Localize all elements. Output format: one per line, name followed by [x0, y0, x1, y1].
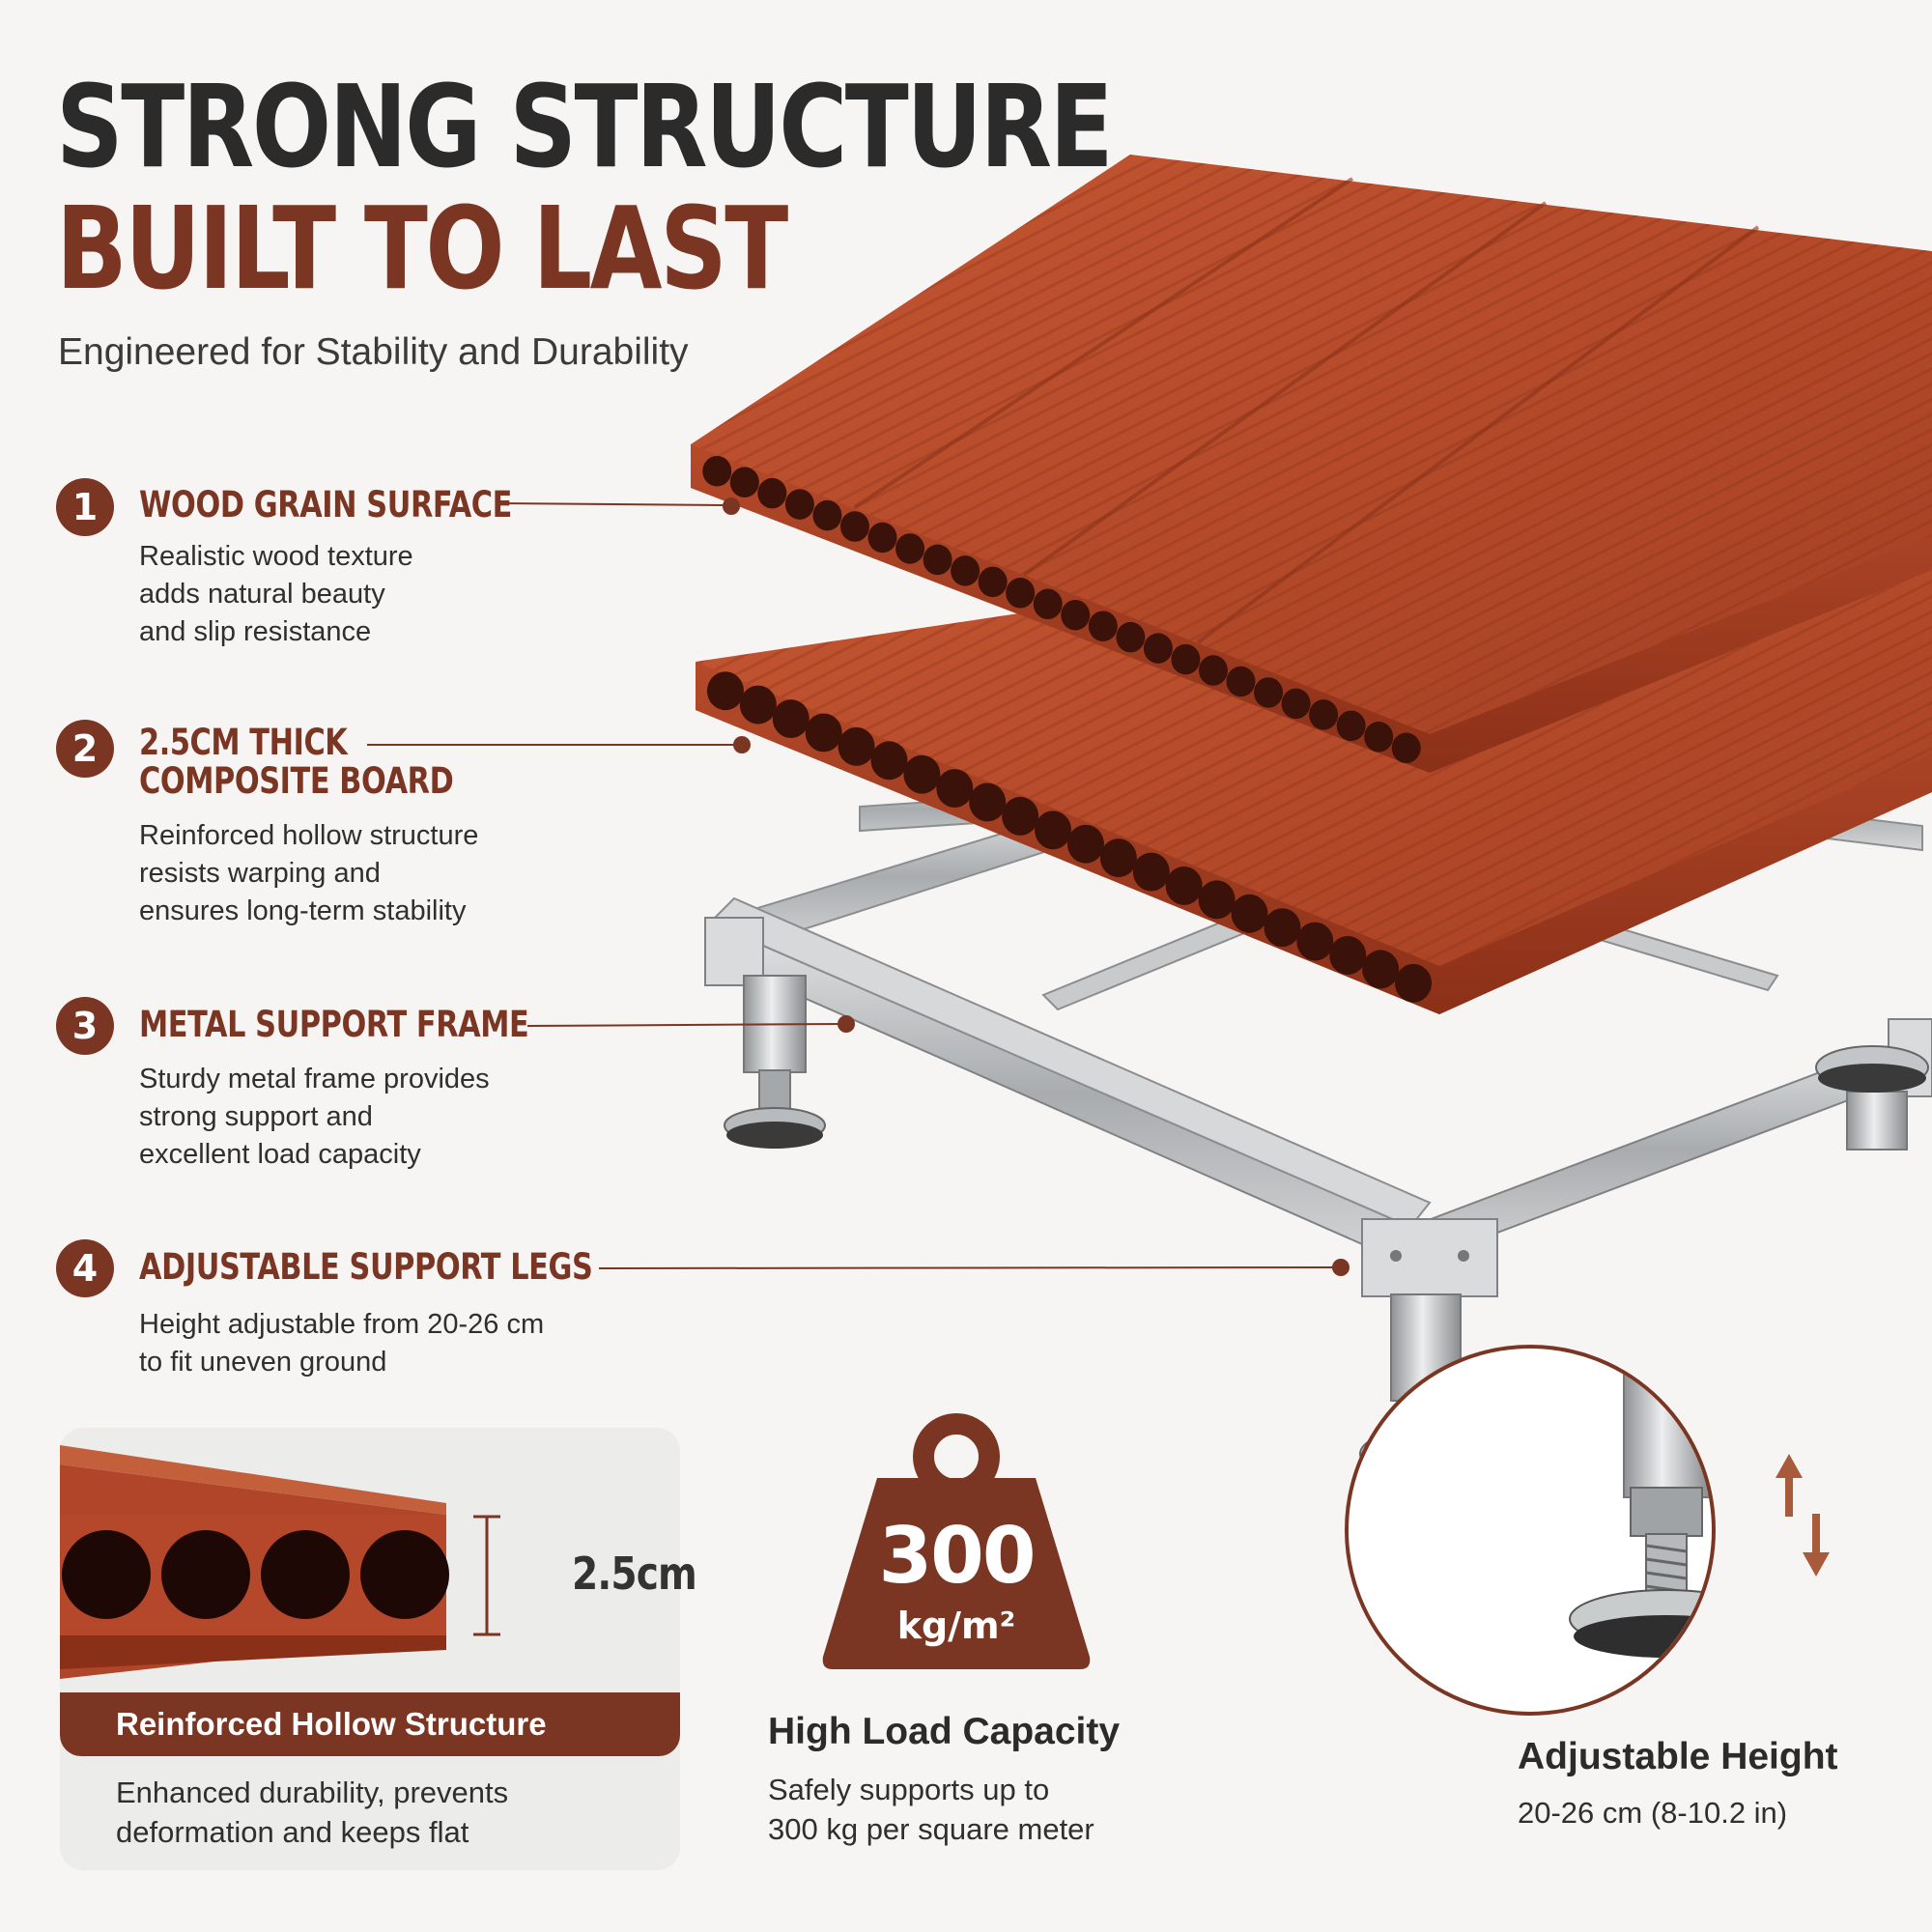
board-hollow [1006, 578, 1036, 609]
board-hollow [1099, 838, 1137, 878]
adjustable-legs [724, 975, 1929, 1484]
board-hollow [1088, 611, 1118, 641]
board-hollow [870, 741, 908, 781]
thickness-dimension [473, 1515, 500, 1636]
feature-number-badge: 2 [56, 720, 114, 778]
board-hollow [895, 533, 925, 564]
cross-section-panel: 2.5cm Reinforced Hollow Structure Enhanc… [60, 1428, 697, 1870]
board-hollow [838, 726, 875, 766]
board-hollow [1033, 588, 1063, 620]
board-hollow [923, 544, 952, 576]
feature-title: METAL SUPPORT FRAME [139, 1004, 529, 1045]
headline-line-2: BUILT TO LAST [56, 182, 788, 315]
board-hollow [1336, 710, 1366, 742]
board-hollow [1035, 810, 1072, 850]
board-hollow [1066, 824, 1104, 864]
board-hollow [729, 467, 759, 497]
load-unit: kg/m² [896, 1605, 1016, 1647]
feature-title-line-1: 2.5CM THICK [139, 722, 348, 763]
board-hollow [867, 522, 897, 554]
height-description: 20-26 cm (8-10.2 in) [1518, 1796, 1788, 1830]
wood-grain-board-upper [691, 155, 1932, 773]
load-value: 300 [878, 1511, 1037, 1601]
board-hollow [1143, 633, 1173, 664]
board-hollow [739, 685, 777, 724]
board-hollow [784, 489, 814, 520]
adjustable-height-inset [1345, 1345, 1830, 1716]
board-hollow [1132, 852, 1170, 892]
board-hollow [706, 671, 744, 711]
board-hollow [1329, 936, 1367, 975]
load-title: High Load Capacity [768, 1711, 1121, 1752]
feature-title: WOOD GRAIN SURFACE [139, 484, 512, 526]
board-hollow [1002, 796, 1039, 836]
board-hollow [903, 754, 941, 794]
feature-number-badge: 4 [56, 1239, 114, 1297]
board-hollow [1309, 699, 1339, 730]
board-hollow [1198, 880, 1236, 920]
board-hollow [1116, 621, 1146, 653]
board-hollow [812, 499, 842, 531]
board-hollow [772, 699, 810, 738]
cross-section-label: Reinforced Hollow Structure [60, 1692, 680, 1756]
board-hollow [1264, 908, 1301, 948]
board-hollow [702, 455, 732, 487]
weight-icon [822, 1413, 1091, 1669]
board-hollow [936, 769, 974, 809]
board-hollow [1296, 922, 1334, 961]
board-hollow [1391, 732, 1421, 764]
board-hollow [757, 477, 787, 509]
board-hollow [978, 566, 1008, 598]
feature-number-badge: 3 [56, 997, 114, 1055]
board-hollow [1281, 688, 1311, 720]
board-hollow [1364, 722, 1394, 753]
board-hollow [951, 555, 980, 586]
feature-number-badge: 1 [56, 478, 114, 536]
tagline: Engineered for Stability and Durability [58, 331, 689, 373]
board-hollow [805, 713, 842, 753]
thickness-label: 2.5cm [572, 1548, 697, 1600]
board-hollow [1165, 866, 1203, 905]
board-hollow [1061, 599, 1091, 631]
feature-title: ADJUSTABLE SUPPORT LEGS [139, 1246, 593, 1288]
board-hollow [1395, 963, 1433, 1003]
board-hollow [1231, 894, 1268, 933]
board-hollow [1171, 643, 1201, 675]
board-hollow [1198, 655, 1228, 686]
height-title: Adjustable Height [1518, 1736, 1838, 1777]
board-cross-section [60, 1445, 500, 1679]
board-hollow [1226, 666, 1256, 697]
board-hollow [969, 782, 1007, 822]
feature-title-line-2: COMPOSITE BOARD [139, 760, 454, 802]
headline-line-1: STRONG STRUCTURE [56, 60, 1114, 193]
board-hollow [1362, 950, 1400, 989]
board-hollow [839, 511, 869, 542]
board-hollow [1254, 677, 1284, 708]
